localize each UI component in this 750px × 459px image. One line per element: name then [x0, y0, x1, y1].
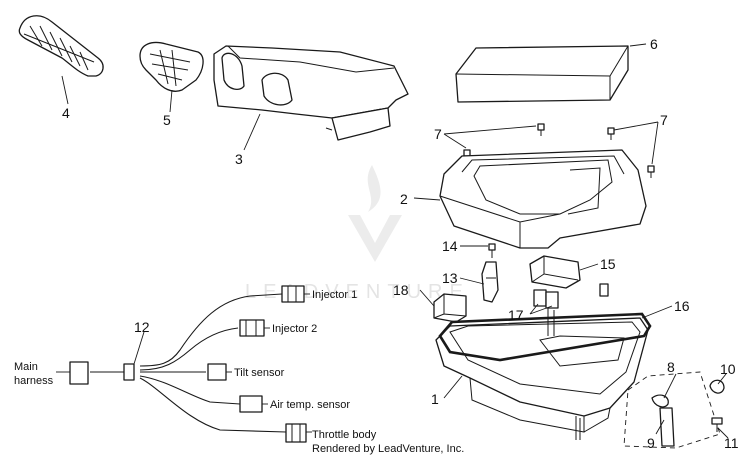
callout-2: 2 — [400, 191, 408, 207]
part-13-sensor — [481, 261, 499, 303]
callout-14: 14 — [442, 238, 458, 254]
credit-text: Rendered by LeadVenture, Inc. — [312, 443, 464, 455]
callout-11: 11 — [724, 435, 739, 451]
callout-3: 3 — [235, 151, 243, 167]
part-11-screw — [711, 417, 723, 432]
injector-1-label: Injector 1 — [312, 289, 357, 301]
callout-18: 18 — [393, 282, 409, 298]
part-15-bracket — [529, 255, 581, 289]
callout-17: 17 — [508, 307, 524, 323]
callout-5: 5 — [163, 112, 171, 128]
callout-8: 8 — [667, 359, 675, 375]
callout-13: 13 — [442, 270, 458, 286]
part-14-screw — [488, 243, 496, 258]
main-harness-label-line2: harness — [14, 375, 54, 387]
callout-7b: 7 — [660, 112, 668, 128]
part-16-gasket — [438, 312, 652, 362]
part-8-9-hose — [651, 394, 675, 447]
injector-2-label: Injector 2 — [272, 323, 317, 335]
callout-9: 9 — [647, 435, 655, 451]
leader-lines — [56, 43, 729, 439]
part-5-duct-grille — [139, 41, 204, 92]
callout-4: 4 — [62, 105, 70, 121]
callout-15: 15 — [600, 256, 616, 272]
callout-7a: 7 — [434, 126, 442, 142]
main-harness-label-line1: Main — [14, 361, 38, 373]
part-2-airbox-upper — [439, 149, 647, 249]
callout-10: 10 — [720, 361, 736, 377]
callout-16: 16 — [674, 298, 690, 314]
callout-6: 6 — [650, 36, 658, 52]
part-10-clamp — [709, 379, 725, 394]
part-4-intake-grille — [18, 15, 104, 77]
callout-1: 1 — [431, 391, 439, 407]
part-18-foam-block — [433, 293, 467, 323]
part-1-airbox-lower — [435, 308, 649, 440]
part-12-wiring-harness — [69, 285, 307, 443]
part-6-air-filter — [455, 45, 629, 103]
callout-12: 12 — [134, 319, 150, 335]
part-3-upper-cover — [213, 45, 409, 141]
throttle-body-label: Throttle body — [312, 429, 377, 441]
part-17-grommets — [533, 283, 609, 309]
tilt-sensor-label: Tilt sensor — [234, 367, 285, 379]
watermark-logo — [348, 165, 402, 262]
air-temp-sensor-label: Air temp. sensor — [270, 399, 350, 411]
